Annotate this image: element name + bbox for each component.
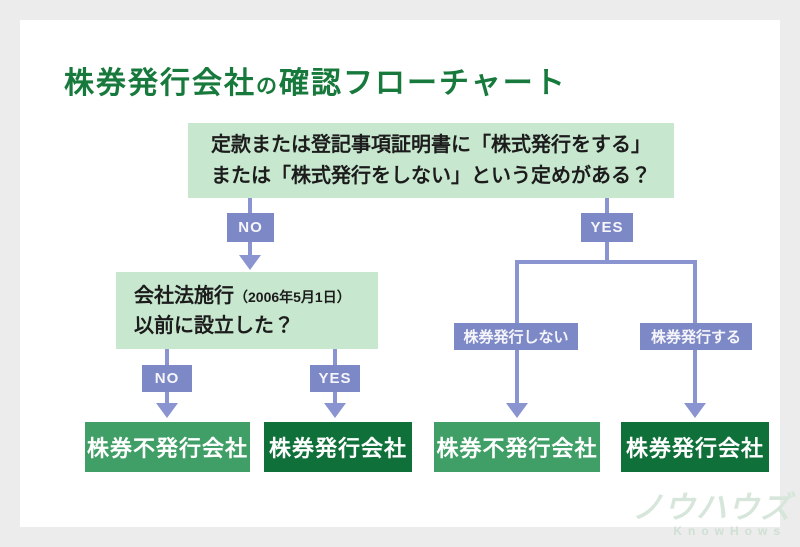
arrow-down-icon — [506, 403, 528, 418]
knowhows-logo: ノウハウズ KnowHows — [624, 492, 792, 537]
logo-subtext: KnowHows — [673, 524, 786, 538]
decision-label-yes-1: YES — [581, 213, 633, 242]
connector-line — [333, 349, 337, 365]
question-2-main: 会社法施行 — [134, 284, 234, 307]
connector-line — [693, 260, 697, 323]
arrow-down-icon — [324, 403, 346, 418]
question-box-1: 定款または登記事項証明書に「株式発行をする」 または「株式発行をしない」という定… — [188, 123, 674, 198]
connector-line — [605, 242, 609, 260]
connector-line — [515, 260, 519, 323]
decision-label-no-2: NO — [142, 365, 192, 392]
question-2-line-2: 以前に設立した？ — [134, 314, 294, 337]
logo-wordmark: ノウハウズ — [632, 490, 792, 525]
title-part1: 株券発行会社 — [64, 67, 256, 100]
content-card: 株券発行会社の確認フローチャート 定款または登記事項証明書に「株式発行をする」 … — [20, 20, 791, 537]
connector-line — [248, 198, 252, 213]
result-box-issuing-2: 株券発行会社 — [621, 422, 769, 472]
result-box-non-issuing-1: 株券不発行会社 — [85, 422, 250, 472]
connector-line — [693, 350, 697, 403]
decision-label-yes-2: YES — [310, 365, 360, 392]
connector-line — [515, 260, 697, 264]
connector-line — [605, 198, 609, 213]
question-box-2: 会社法施行（2006年5月1日） 以前に設立した？ — [116, 272, 378, 349]
result-box-non-issuing-2: 株券不発行会社 — [434, 422, 600, 472]
question-1-line-2: または「株式発行をしない」という定めがある？ — [211, 164, 651, 187]
title-particle: の — [256, 75, 279, 98]
connector-line — [165, 392, 169, 403]
decision-label-no-1: NO — [227, 213, 274, 242]
connector-line — [165, 349, 169, 365]
connector-line — [248, 242, 252, 255]
connector-line — [515, 350, 519, 403]
arrow-down-icon — [239, 255, 261, 270]
connector-line — [333, 392, 337, 403]
result-box-issuing-1: 株券発行会社 — [264, 422, 412, 472]
title-part2: 確認フローチャート — [279, 67, 567, 100]
question-1-line-1: 定款または登記事項証明書に「株式発行をする」 — [211, 133, 651, 156]
question-2-line-1: 会社法施行（2006年5月1日） — [134, 281, 351, 311]
branch-label-issue: 株券発行する — [640, 323, 752, 350]
page-title: 株券発行会社の確認フローチャート — [64, 58, 567, 102]
branch-label-not-issue: 株券発行しない — [454, 323, 578, 350]
question-2-date: （2006年5月1日） — [234, 288, 351, 305]
arrow-down-icon — [156, 403, 178, 418]
arrow-down-icon — [684, 403, 706, 418]
